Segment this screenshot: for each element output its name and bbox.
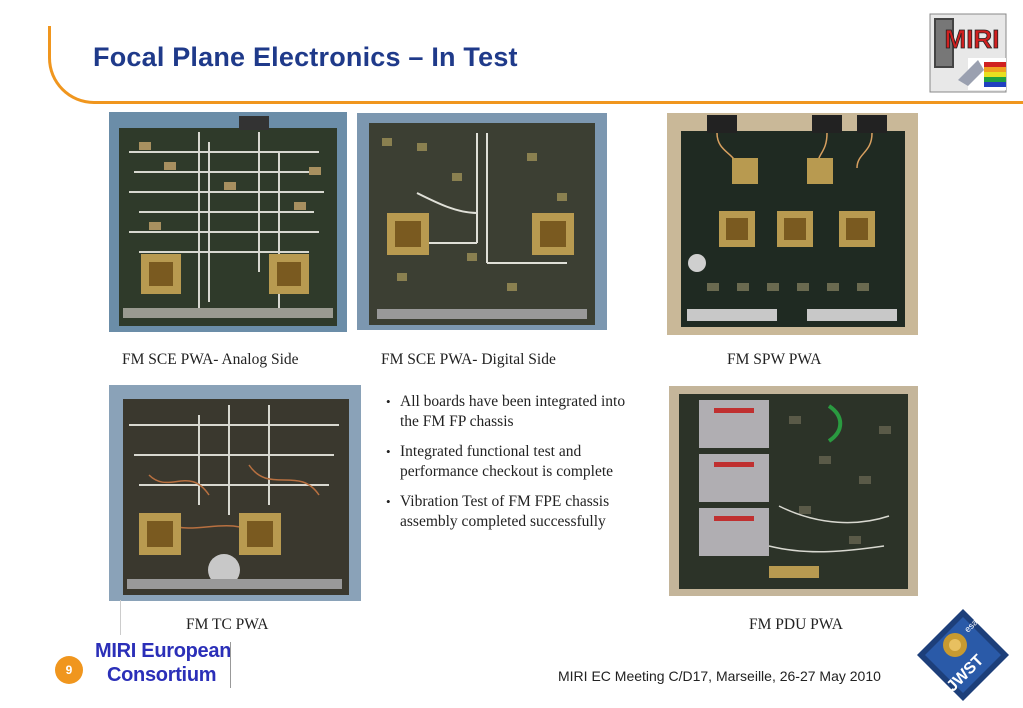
footer-meeting-info: MIRI EC Meeting C/D17, Marseille, 26-27 … xyxy=(558,668,881,684)
photo-tc xyxy=(109,385,361,601)
photo-pdu xyxy=(669,386,918,596)
photo-sce-digital xyxy=(357,113,607,330)
header-accent-line xyxy=(48,26,1023,104)
caption-sce-analog: FM SCE PWA- Analog Side xyxy=(122,351,299,368)
bullet-item: All boards have been integrated into the… xyxy=(386,392,646,432)
bullet-list: All boards have been integrated into the… xyxy=(386,392,646,542)
miri-logo-icon: MIRI xyxy=(929,13,1007,93)
caption-tc: FM TC PWA xyxy=(186,616,269,633)
caption-sce-digital: FM SCE PWA- Digital Side xyxy=(381,351,556,368)
svg-text:MIRI: MIRI xyxy=(945,24,1000,54)
consortium-divider xyxy=(230,642,231,688)
consortium-line1: MIRI European xyxy=(95,640,232,662)
consortium-line2: Consortium xyxy=(107,664,217,686)
photo-spw xyxy=(667,113,918,335)
bullet-item: Integrated functional test and performan… xyxy=(386,442,646,482)
bullet-item: Vibration Test of FM FPE chassis assembl… xyxy=(386,492,646,532)
jwst-esa-logo-icon: esa JWST xyxy=(917,609,1009,701)
caption-spw: FM SPW PWA xyxy=(727,351,822,368)
slide-title: Focal Plane Electronics – In Test xyxy=(93,42,518,72)
photo-divider xyxy=(120,600,121,635)
caption-pdu: FM PDU PWA xyxy=(749,616,843,633)
consortium-logo: MIRI European Consortium xyxy=(95,639,231,687)
photo-sce-analog xyxy=(109,112,347,332)
page-number-badge: 9 xyxy=(55,656,83,684)
